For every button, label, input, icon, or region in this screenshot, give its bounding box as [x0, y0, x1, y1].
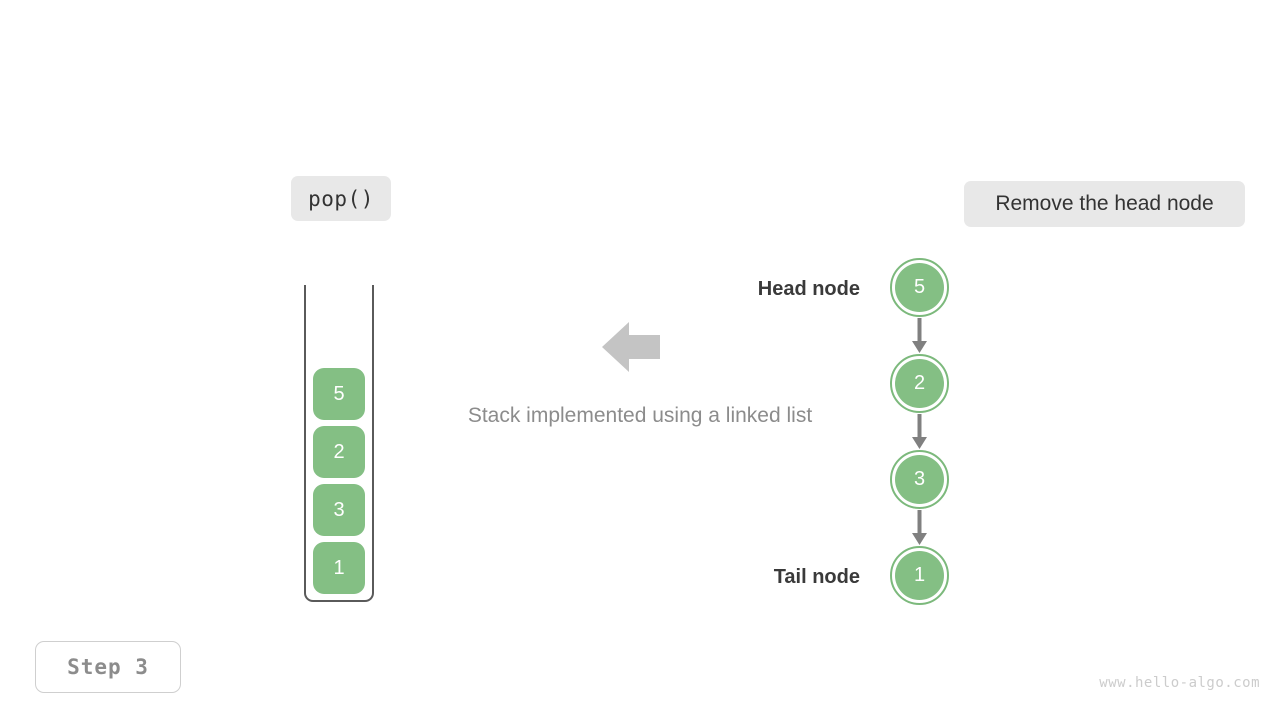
node-link-arrow-icon [912, 414, 927, 449]
step-label: Step 3 [67, 655, 149, 679]
operation-badge: pop() [291, 176, 391, 221]
stack-cell: 1 [313, 542, 365, 594]
node-value: 5 [895, 263, 944, 312]
description-label: Remove the head node [995, 192, 1214, 215]
stack-cell: 3 [313, 484, 365, 536]
tail-node-label: Tail node [773, 566, 860, 588]
node-value: 3 [895, 455, 944, 504]
node-link-arrow-icon [912, 318, 927, 353]
stack-container: 5 2 3 1 [304, 285, 374, 602]
linked-list-node: 3 [890, 450, 949, 509]
node-value: 2 [895, 359, 944, 408]
stack-cell: 2 [313, 426, 365, 478]
caption-text: Stack implemented using a linked list [467, 404, 813, 427]
left-arrow-icon [602, 322, 660, 372]
node-link-arrow-icon [912, 510, 927, 545]
linked-list-node: 5 [890, 258, 949, 317]
description-badge: Remove the head node [964, 181, 1245, 227]
linked-list-node: 1 [890, 546, 949, 605]
head-node-label: Head node [757, 278, 860, 300]
linked-list-diagram: 5 2 3 1 [890, 258, 950, 608]
watermark: www.hello-algo.com [1099, 675, 1260, 691]
node-value: 1 [895, 551, 944, 600]
step-badge: Step 3 [35, 641, 181, 693]
linked-list-node: 2 [890, 354, 949, 413]
stack-items-list: 5 2 3 1 [306, 368, 372, 594]
stack-cell: 5 [313, 368, 365, 420]
operation-label: pop() [308, 186, 374, 211]
